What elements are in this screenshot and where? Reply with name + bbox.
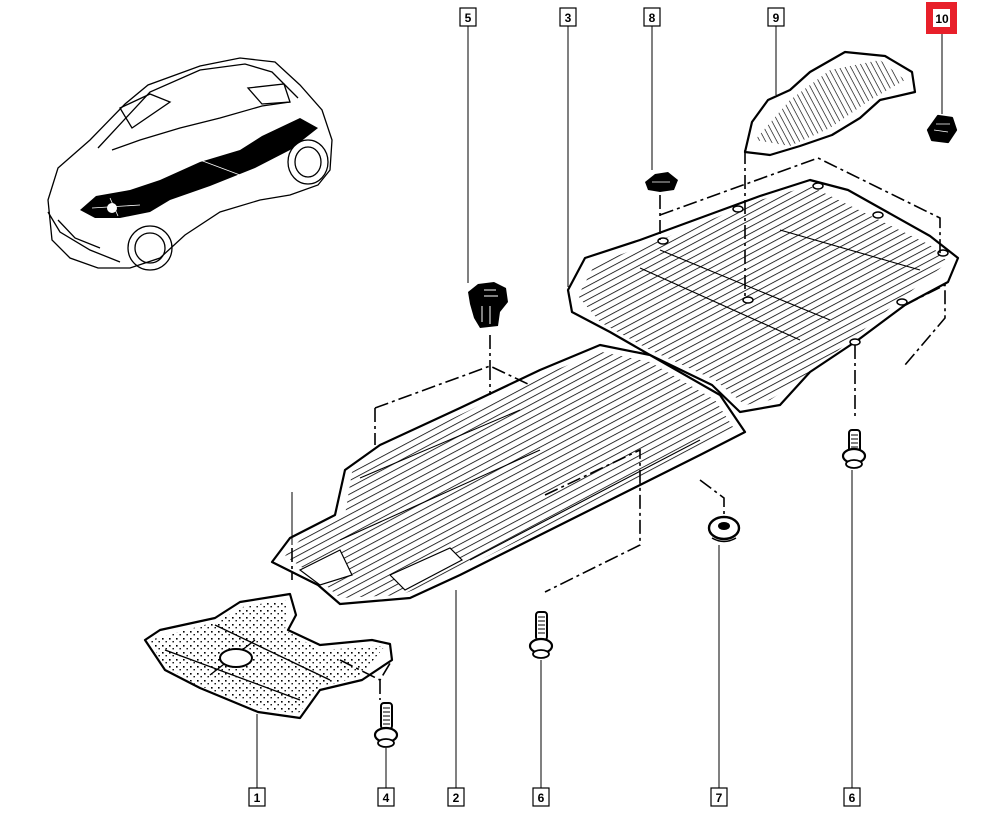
callout-label: 6 xyxy=(538,791,545,805)
callout-label: 8 xyxy=(649,11,656,25)
callout-label: 3 xyxy=(565,11,572,25)
callout-label: 4 xyxy=(383,791,390,805)
callout-label: 9 xyxy=(773,11,780,25)
part-10-clip[interactable] xyxy=(926,114,958,144)
callout-label: 5 xyxy=(465,11,472,25)
callout-label: 1 xyxy=(254,791,261,805)
part-9-heat-shield[interactable] xyxy=(743,50,917,157)
callout-label: 6 xyxy=(849,791,856,805)
callout-8[interactable]: 8 xyxy=(643,7,661,27)
callout-1[interactable]: 1 xyxy=(248,787,266,807)
vehicle-location-thumbnail xyxy=(47,57,333,271)
callout-10-highlighted[interactable]: 10 xyxy=(926,2,957,34)
callout-6-rear[interactable]: 6 xyxy=(843,787,861,807)
part-2-center-shield[interactable] xyxy=(270,343,747,606)
callout-4[interactable]: 4 xyxy=(377,787,395,807)
callout-9[interactable]: 9 xyxy=(767,7,785,27)
callout-label: 7 xyxy=(716,791,723,805)
part-6-bolt-rear[interactable] xyxy=(841,429,867,469)
part-5-clip[interactable] xyxy=(468,282,508,328)
part-4-bolt[interactable] xyxy=(373,702,399,748)
callout-label: 10 xyxy=(935,12,949,26)
assembly-lines xyxy=(291,150,946,700)
part-7-nut[interactable] xyxy=(707,515,741,543)
part-3-rear-shield[interactable] xyxy=(566,178,960,414)
callout-6[interactable]: 6 xyxy=(532,787,550,807)
callout-label: 2 xyxy=(453,791,460,805)
part-1-engine-undertray[interactable] xyxy=(143,592,394,720)
callout-2[interactable]: 2 xyxy=(447,787,465,807)
callout-7[interactable]: 7 xyxy=(710,787,728,807)
callout-5[interactable]: 5 xyxy=(459,7,477,27)
leader-lines xyxy=(256,26,943,788)
callout-3[interactable]: 3 xyxy=(559,7,577,27)
part-6-bolt[interactable] xyxy=(528,611,554,659)
part-8-nut[interactable] xyxy=(645,172,678,192)
